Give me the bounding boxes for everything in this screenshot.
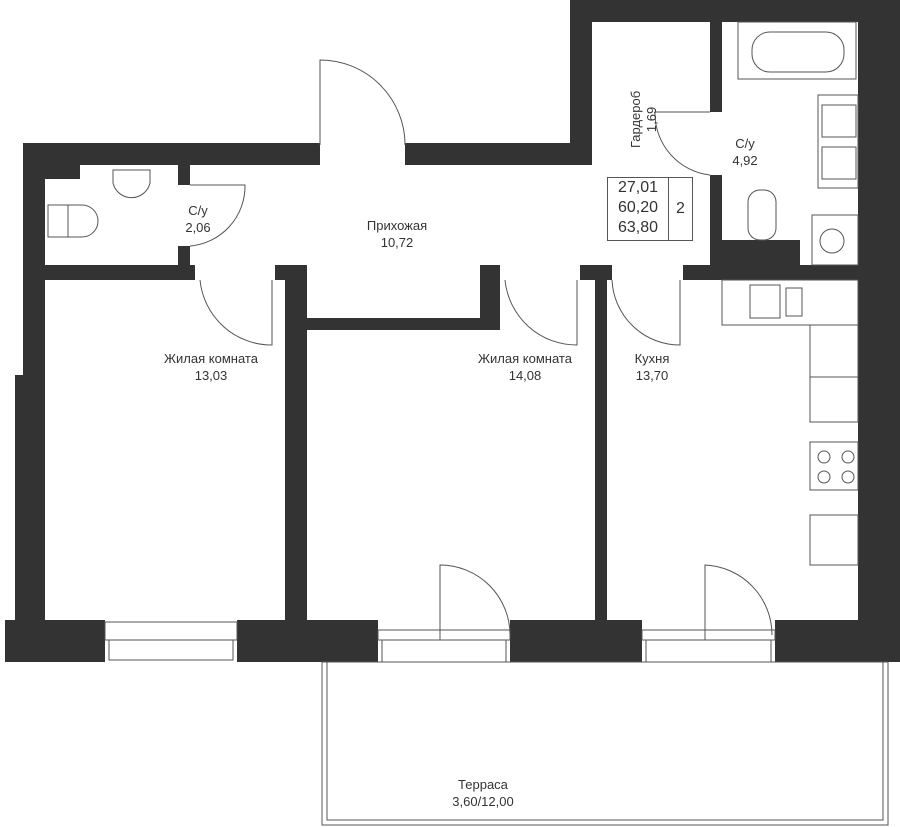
- living-area: 27,01: [617, 179, 659, 196]
- total-area: 60,20: [617, 199, 659, 216]
- total-area-with-terrace: 63,80: [617, 219, 659, 236]
- room-count: 2: [676, 200, 685, 217]
- walls: [5, 0, 900, 662]
- fixtures: [47, 21, 889, 826]
- apartment-summary: 27,01 60,20 63,80 2: [607, 177, 693, 241]
